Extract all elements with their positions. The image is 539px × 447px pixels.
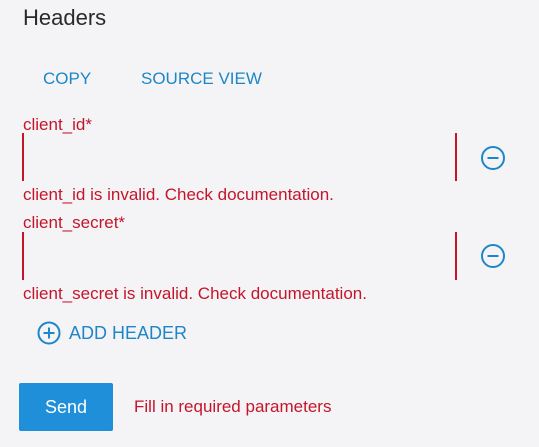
plus-circle-icon xyxy=(37,321,61,345)
client-id-input[interactable] xyxy=(22,133,457,181)
tab-source-view[interactable]: SOURCE VIEW xyxy=(141,69,262,88)
client-secret-label: client_secret* xyxy=(23,213,126,232)
remove-client-id-button[interactable] xyxy=(480,145,506,171)
remove-client-secret-button[interactable] xyxy=(480,243,506,269)
minus-circle-icon xyxy=(481,146,505,170)
client-id-error: client_id is invalid. Check documentatio… xyxy=(23,185,334,204)
add-header-button[interactable]: ADD HEADER xyxy=(37,320,187,346)
status-message: Fill in required parameters xyxy=(134,397,332,416)
section-title: Headers xyxy=(23,5,107,30)
client-secret-error: client_secret is invalid. Check document… xyxy=(23,284,367,303)
send-button[interactable]: Send xyxy=(19,383,113,431)
add-header-label: ADD HEADER xyxy=(69,323,188,343)
minus-circle-icon xyxy=(481,244,505,268)
tab-copy[interactable]: COPY xyxy=(43,69,92,88)
client-id-label: client_id* xyxy=(23,115,92,134)
client-secret-input[interactable] xyxy=(22,232,457,280)
